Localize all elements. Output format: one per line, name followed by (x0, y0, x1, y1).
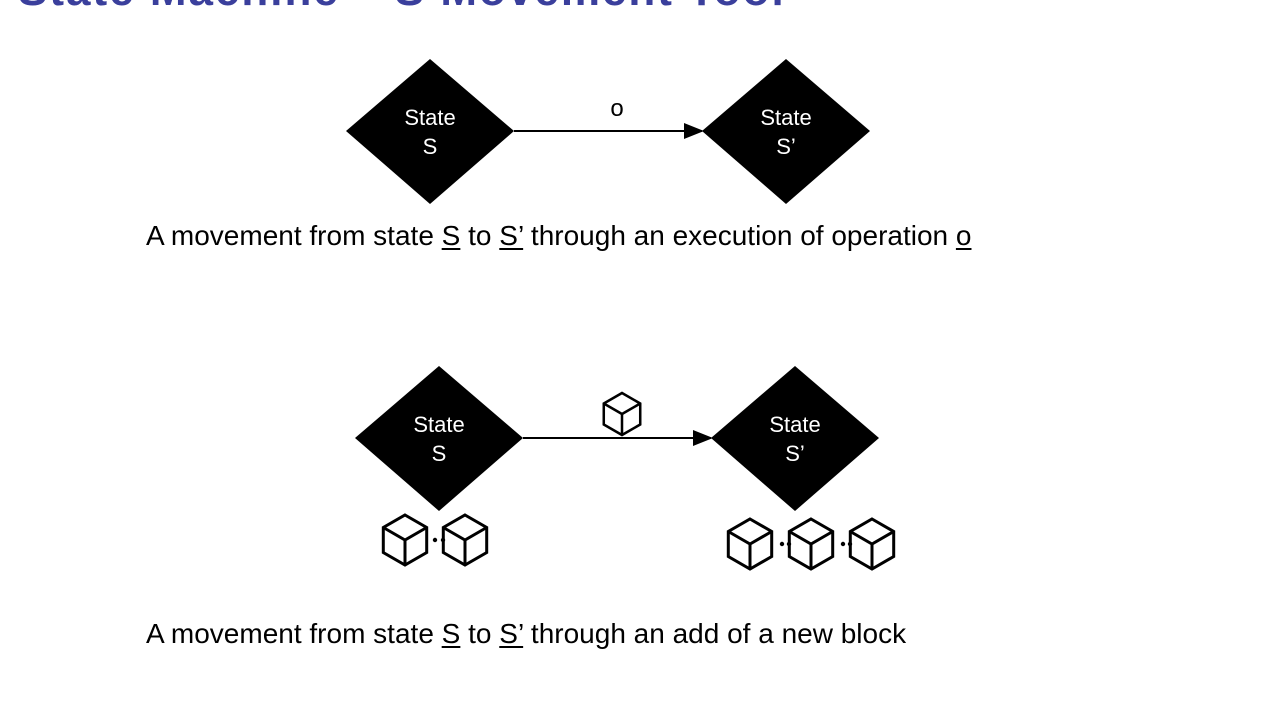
cube-icon (726, 517, 774, 571)
chain-link-dot (847, 541, 853, 547)
cube-icon (602, 391, 642, 437)
caption-state-s: S (441, 220, 461, 251)
state-s-label-line1: State (404, 105, 455, 130)
chain-link-dot (786, 541, 792, 547)
cube-icon (381, 513, 429, 567)
state-s-label-line1: State (413, 412, 464, 437)
chain-link-dot (779, 541, 785, 547)
block-chain-right (726, 517, 896, 571)
state-s-label-line2: S (432, 441, 447, 466)
state-s-prime-diamond (702, 59, 870, 204)
caption-text: A movement from state (146, 220, 442, 251)
caption-add-block: A movement from state S to S’ through an… (146, 618, 906, 650)
caption-operation-o: o (955, 220, 972, 251)
caption-text: to (460, 220, 500, 251)
caption-text: to (460, 618, 500, 649)
caption-state-s-prime: S’ (499, 618, 524, 649)
block-chain-left (381, 513, 489, 567)
operation-label: o (610, 95, 623, 122)
slide-title: State Machine – S Movement Tool (0, 0, 1264, 10)
state-s-prime-label-line1: State (769, 412, 820, 437)
caption-state-s-prime: S’ (499, 220, 524, 251)
state-s-prime-label-line2: S’ (785, 441, 805, 466)
state-s-label-line2: S (423, 134, 438, 159)
caption-text: through an execution of operation (523, 220, 956, 251)
chain-link-dot (840, 541, 846, 547)
state-s-diamond (355, 366, 523, 511)
state-s-prime-label-line2: S’ (776, 134, 796, 159)
state-s-diamond (346, 59, 514, 204)
state-s-prime-diamond (711, 366, 879, 511)
caption-state-s: S (441, 618, 461, 649)
cube-icon (848, 517, 896, 571)
caption-text: A movement from state (146, 618, 442, 649)
chain-link-dot (440, 537, 446, 543)
caption-text: through an add of a new block (523, 618, 907, 649)
diagram-2: State S State S’ (355, 366, 896, 571)
state-s-prime-label-line1: State (760, 105, 811, 130)
cube-icon (787, 517, 835, 571)
diagram-1: State S o State S’ (346, 59, 870, 204)
caption-operation: A movement from state S to S’ through an… (146, 220, 971, 252)
cube-icon (441, 513, 489, 567)
chain-link-dot (432, 537, 438, 543)
